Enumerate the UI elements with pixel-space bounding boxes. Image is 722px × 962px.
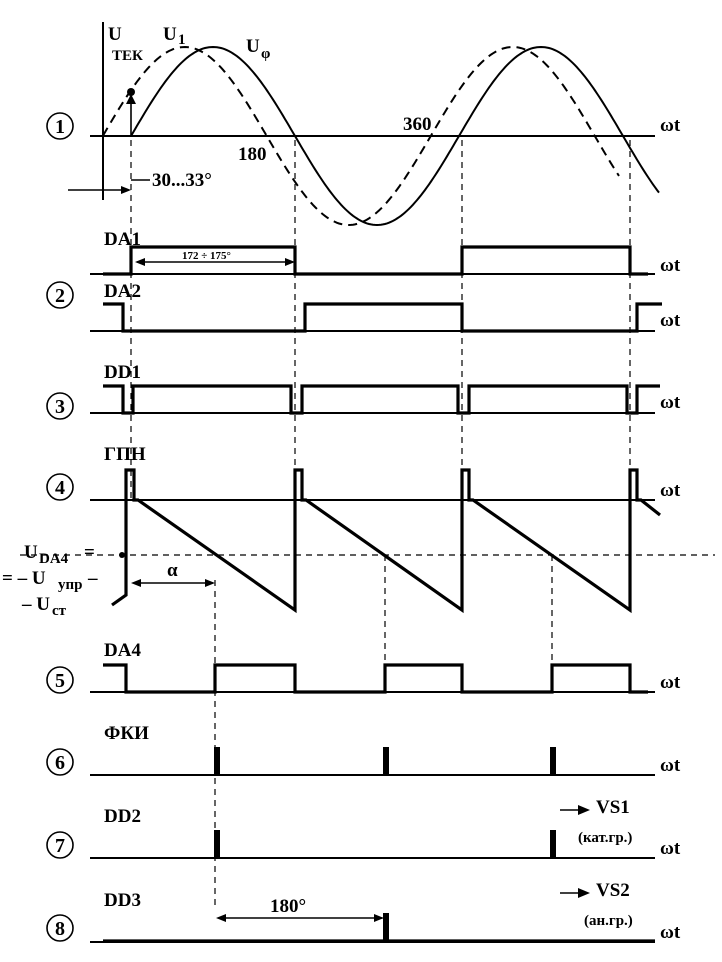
equals-sign: =	[84, 542, 95, 563]
u1-waveform	[130, 45, 660, 227]
row-number-text: 6	[55, 752, 65, 774]
row-5-da4: DA4 ωt	[90, 640, 681, 694]
fki-label: ФКИ	[104, 723, 149, 744]
da2-label: DA2	[104, 281, 141, 302]
cathode-group-label: (кат.гр.)	[578, 830, 632, 846]
row-6-fki: ФКИ ωt	[90, 723, 681, 776]
dd3-pulse	[383, 913, 389, 942]
omega-t-label: ωt	[660, 480, 681, 501]
arrowhead-icon	[205, 579, 215, 587]
sawtooth-signal	[111, 468, 661, 614]
row-number-text: 3	[55, 396, 65, 418]
row-number-4: 4	[46, 473, 74, 501]
da4-label: DA4	[104, 640, 141, 661]
u1-label: U	[163, 24, 177, 45]
row-number-3: 3	[46, 392, 74, 420]
da1-signal	[103, 245, 648, 276]
u-tek-subscript: ТЕК	[112, 48, 143, 64]
omega-t-label: ωt	[660, 922, 681, 943]
pulse-width-label: 172 ÷ 175°	[182, 250, 231, 262]
gpn-label: ГПН	[104, 444, 146, 465]
u1-subscript: 1	[178, 32, 186, 48]
da2-signal	[103, 302, 662, 333]
row-number-text: 2	[55, 285, 65, 307]
arrowhead-icon	[578, 805, 590, 815]
row-numbers: 1 2 3 4 5 6 7 8	[46, 112, 74, 942]
minus-sign: –	[87, 568, 98, 589]
row-4-sawtooth: ГПН ωt α U DA4 = = – U упр – – U ст	[2, 444, 681, 619]
arrowhead-icon	[216, 914, 226, 922]
tick-180-label: 180	[238, 144, 267, 165]
row-number-text: 1	[55, 116, 65, 138]
vs2-label: VS2	[596, 880, 630, 901]
dd1-signal	[103, 384, 660, 415]
arrowhead-icon	[126, 94, 136, 104]
dd3-label: DD3	[104, 890, 141, 911]
ust-subscript: ст	[52, 603, 67, 619]
arrowhead-icon	[131, 579, 141, 587]
fki-pulse	[550, 747, 556, 775]
row-number-text: 8	[55, 918, 65, 940]
omega-t-label: ωt	[660, 838, 681, 859]
omega-t-label: ωt	[660, 672, 681, 693]
row-number-7: 7	[46, 831, 74, 859]
arrowhead-icon	[285, 258, 295, 266]
omega-t-label: ωt	[660, 755, 681, 776]
vs1-label: VS1	[596, 797, 630, 818]
omega-t-label: ωt	[660, 392, 681, 413]
uphi-label: U	[246, 36, 260, 57]
da1-label: DA1	[104, 229, 141, 250]
dd2-label: DD2	[104, 806, 141, 827]
uphi-waveform	[102, 45, 620, 227]
phase-angle-label: 30...33°	[152, 170, 212, 191]
da4-signal	[103, 663, 648, 694]
omega-t-label: ωt	[660, 310, 681, 331]
uda4-label: U	[24, 542, 38, 563]
arrowhead-icon	[135, 258, 145, 266]
row-number-1: 1	[46, 112, 74, 140]
threshold-marker	[119, 552, 125, 558]
anode-group-label: (ан.гр.)	[584, 913, 633, 929]
row-number-5: 5	[46, 666, 74, 694]
u-tek-label: U	[108, 24, 122, 45]
uphi-subscript: φ	[261, 46, 270, 62]
row-number-6: 6	[46, 748, 74, 776]
ust-label: – U	[21, 594, 50, 615]
omega-t-label: ωt	[660, 115, 681, 136]
uupr-subscript: упр	[58, 577, 83, 593]
shift-180-label: 180°	[270, 896, 306, 917]
guide-lines	[20, 140, 715, 910]
row-number-text: 4	[55, 477, 65, 499]
dd2-pulse	[214, 830, 220, 858]
dd1-label: DD1	[104, 362, 141, 383]
row-7-dd2: DD2 VS1 (кат.гр.) ωt	[90, 797, 681, 859]
tick-360-label: 360	[403, 114, 432, 135]
fki-pulse	[214, 747, 220, 775]
row-number-text: 5	[55, 670, 65, 692]
row-2-da1-da2: DA1 172 ÷ 175° ωt DA2 ωt	[90, 229, 681, 333]
row-number-2: 2	[46, 281, 74, 309]
alpha-label: α	[167, 560, 178, 581]
uupr-label: = – U	[2, 568, 46, 589]
row-3-dd1: DD1 ωt	[90, 362, 681, 415]
fki-pulse	[383, 747, 389, 775]
row-number-text: 7	[55, 835, 65, 857]
row-8-dd3: DD3 180° VS2 (ан.гр.) ωt	[90, 880, 681, 943]
omega-t-label: ωt	[660, 255, 681, 276]
sync-point-marker	[127, 88, 135, 96]
arrowhead-icon	[121, 186, 131, 194]
row-1-sine: U ТЕК U 1 U φ 180 360 ωt 30...33°	[68, 22, 681, 227]
uda4-subscript: DA4	[39, 551, 69, 567]
row-number-8: 8	[46, 914, 74, 942]
arrowhead-icon	[374, 914, 384, 922]
arrowhead-icon	[578, 888, 590, 898]
dd2-pulse	[550, 830, 556, 858]
